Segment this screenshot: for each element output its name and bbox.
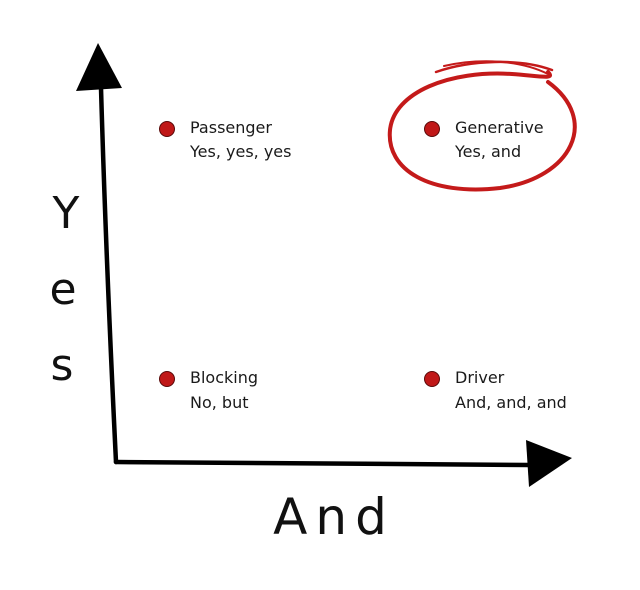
passenger-subtitle: Yes, yes, yes <box>189 142 291 161</box>
passenger-dot <box>159 121 175 137</box>
y-axis-letter-y: Y <box>52 188 80 239</box>
blocking-title: Blocking <box>190 368 258 387</box>
quadrant-driver: Driver And, and, and <box>424 368 567 412</box>
blocking-dot <box>159 371 175 387</box>
quadrant-blocking: Blocking No, but <box>159 368 258 412</box>
y-axis-letter-e: e <box>49 264 76 315</box>
passenger-title: Passenger <box>190 118 272 137</box>
y-axis-line <box>98 85 119 465</box>
blocking-subtitle: No, but <box>190 393 249 412</box>
generative-subtitle: Yes, and <box>454 142 521 161</box>
x-axis-label: And <box>273 488 395 546</box>
x-axis-line <box>113 459 533 468</box>
quadrant-passenger: Passenger Yes, yes, yes <box>159 118 291 161</box>
y-axis-letter-s: s <box>51 340 74 391</box>
y-axis-arrowhead <box>76 43 122 91</box>
driver-title: Driver <box>455 368 505 387</box>
generative-dot <box>424 121 440 137</box>
driver-dot <box>424 371 440 387</box>
quadrant-generative: Generative Yes, and <box>424 118 544 161</box>
x-axis-arrowhead <box>526 440 572 487</box>
driver-subtitle: And, and, and <box>455 393 567 412</box>
generative-title: Generative <box>455 118 544 137</box>
highlight-circle <box>387 60 577 192</box>
